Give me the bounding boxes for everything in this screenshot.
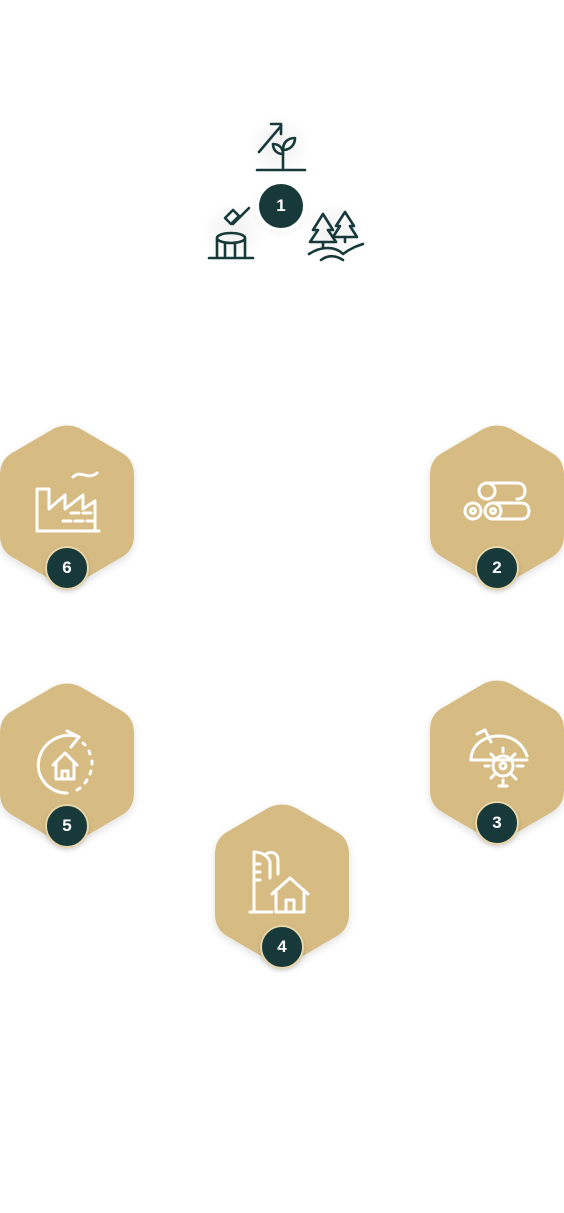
hexagon-shape [0,425,134,585]
step-1-cluster[interactable]: 1 [195,110,370,295]
tree-stump-axe-icon [207,206,255,260]
building-house-icon [248,850,310,914]
forest-trees-icon [307,210,365,262]
step-3-node[interactable]: 3 [430,680,564,845]
step-6-badge: 6 [45,546,89,590]
step-4-node[interactable]: 4 [215,804,349,969]
step-5-badge: 5 [45,804,89,848]
step-4-badge: 4 [260,925,304,969]
step-6-node[interactable]: 6 [0,425,134,590]
sawmill-blade-icon [469,728,529,788]
step-2-badge: 2 [475,546,519,590]
step-2-node[interactable]: 2 [430,425,564,590]
plant-growth-icon [255,122,307,172]
recycle-house-icon [36,729,94,795]
step-3-badge: 3 [475,801,519,845]
hexagon-shape [0,683,134,843]
step-1-badge: 1 [259,184,303,228]
step-5-node[interactable]: 5 [0,683,134,848]
factory-icon [35,471,101,533]
log-pile-icon [463,481,531,521]
